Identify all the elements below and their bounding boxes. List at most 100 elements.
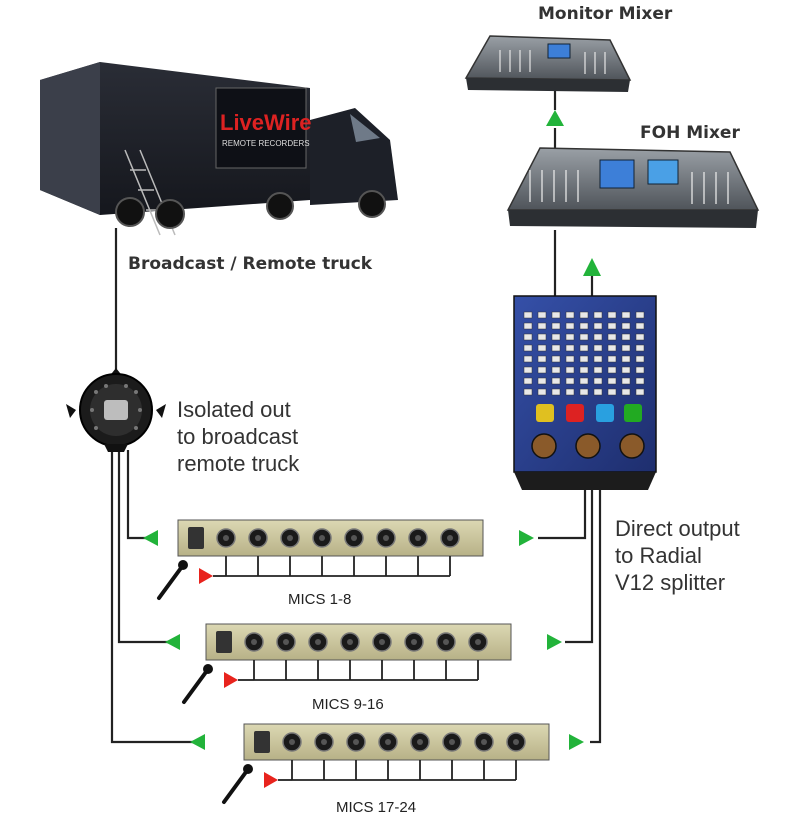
splitter-jack	[579, 311, 589, 319]
xlr-jack-pin	[411, 639, 417, 645]
splitter-jack	[579, 388, 589, 396]
monitor-mixer-label: Monitor Mixer	[538, 4, 673, 24]
multipin-connector-icon	[66, 368, 166, 452]
splitter-jack	[523, 388, 533, 396]
splitter-jack	[593, 322, 603, 330]
xlr-jack-pin	[449, 739, 455, 745]
splitter-jack	[621, 311, 631, 319]
microphone-head	[203, 664, 213, 674]
splitter-jack	[537, 344, 547, 352]
foh-mixer	[506, 147, 760, 228]
arrow-right-row2-icon	[547, 634, 562, 650]
splitter-jack	[621, 322, 631, 330]
isolated-out-label: Isolated out to broadcast remote truck	[177, 396, 299, 477]
xlr-jack-pin	[287, 535, 293, 541]
splitter-jack	[551, 355, 561, 363]
splitter-jack	[537, 355, 547, 363]
microphone-head	[243, 764, 253, 774]
mics-1-8-label: MICS 1-8	[288, 591, 352, 608]
splitter-jack	[579, 355, 589, 363]
splitter-jack	[565, 344, 575, 352]
microphone-head	[178, 560, 188, 570]
truck-icon: LiveWire REMOTE RECORDERS	[40, 62, 398, 236]
splitter-jack	[593, 377, 603, 385]
arrow-right-row3-icon	[569, 734, 584, 750]
mics-9-16-label: MICS 9-16	[312, 696, 384, 713]
xlr-jack-pin	[443, 639, 449, 645]
splitter-jack	[537, 388, 547, 396]
xlr-jack-pin	[255, 535, 261, 541]
panel-arrows	[143, 530, 584, 750]
xlr-jack-pin	[283, 639, 289, 645]
splitter-jack	[607, 355, 617, 363]
cables	[110, 90, 602, 744]
mixer-icon	[464, 35, 632, 92]
panel-mics-9-16	[182, 623, 512, 704]
arrow-left-row3-icon	[190, 734, 205, 750]
splitter-jack	[565, 311, 575, 319]
splitter-jack	[551, 344, 561, 352]
arrow-left-row2-icon	[165, 634, 180, 650]
splitter-jack	[593, 366, 603, 374]
arrow-to-foh-icon	[583, 258, 601, 276]
splitter-jack	[593, 311, 603, 319]
xlr-jack-pin	[321, 739, 327, 745]
xlr-jack-pin	[289, 739, 295, 745]
xlr-jack-pin	[475, 639, 481, 645]
splitter-jack	[593, 344, 603, 352]
splitter-jack	[523, 311, 533, 319]
truck-logo-subtitle: REMOTE RECORDERS	[222, 139, 310, 148]
splitter-jack	[579, 333, 589, 341]
mic-input-arrow-icon	[224, 672, 238, 688]
panel-mics-1-8	[157, 519, 484, 600]
splitter-jack	[537, 322, 547, 330]
splitter-jack	[537, 311, 547, 319]
xlr-jack-pin	[351, 535, 357, 541]
truck-label: Broadcast / Remote truck	[128, 254, 373, 274]
splitter-jack	[607, 388, 617, 396]
splitter-jack	[537, 333, 547, 341]
xlr-jack-pin	[379, 639, 385, 645]
splitter-jack	[607, 333, 617, 341]
splitter-jack	[635, 344, 645, 352]
splitter-jack	[607, 366, 617, 374]
splitter-jack	[523, 355, 533, 363]
truck-logo: LiveWire	[220, 110, 312, 135]
isolated-multipin	[66, 368, 166, 452]
xlr-jack-pin	[319, 535, 325, 541]
splitter-jack	[607, 377, 617, 385]
radial-v12-splitter	[513, 295, 657, 490]
xlr-jack-pin	[415, 535, 421, 541]
splitter-jack	[579, 322, 589, 330]
direct-line-3: V12 splitter	[615, 570, 726, 595]
isolated-line-2: to broadcast	[177, 424, 299, 449]
splitter-jack	[607, 322, 617, 330]
direct-line-1: Direct output	[615, 516, 740, 541]
splitter-jack	[593, 388, 603, 396]
isolated-line-3: remote truck	[177, 451, 300, 476]
splitter-jack	[607, 311, 617, 319]
splitter-jack	[635, 333, 645, 341]
xlr-jack-pin	[353, 739, 359, 745]
splitter-jack	[537, 377, 547, 385]
microphone-body	[157, 566, 183, 600]
arrow-right-row1-icon	[519, 530, 534, 546]
splitter-jack	[551, 366, 561, 374]
splitter-icon	[513, 295, 657, 490]
xlr-jack-pin	[383, 535, 389, 541]
splitter-jack	[635, 377, 645, 385]
splitter-jack	[621, 333, 631, 341]
foh-mixer-label: FOH Mixer	[640, 123, 740, 143]
splitter-jack	[621, 377, 631, 385]
panel-badge	[216, 631, 232, 653]
xlr-jack-pin	[347, 639, 353, 645]
splitter-jack	[565, 333, 575, 341]
splitter-jack	[551, 333, 561, 341]
microphone-body	[222, 770, 248, 804]
splitter-jack	[593, 333, 603, 341]
splitter-jack	[523, 344, 533, 352]
mixer-icon	[506, 147, 760, 228]
xlr-jack-pin	[417, 739, 423, 745]
mics-17-24-label: MICS 17-24	[336, 799, 417, 816]
